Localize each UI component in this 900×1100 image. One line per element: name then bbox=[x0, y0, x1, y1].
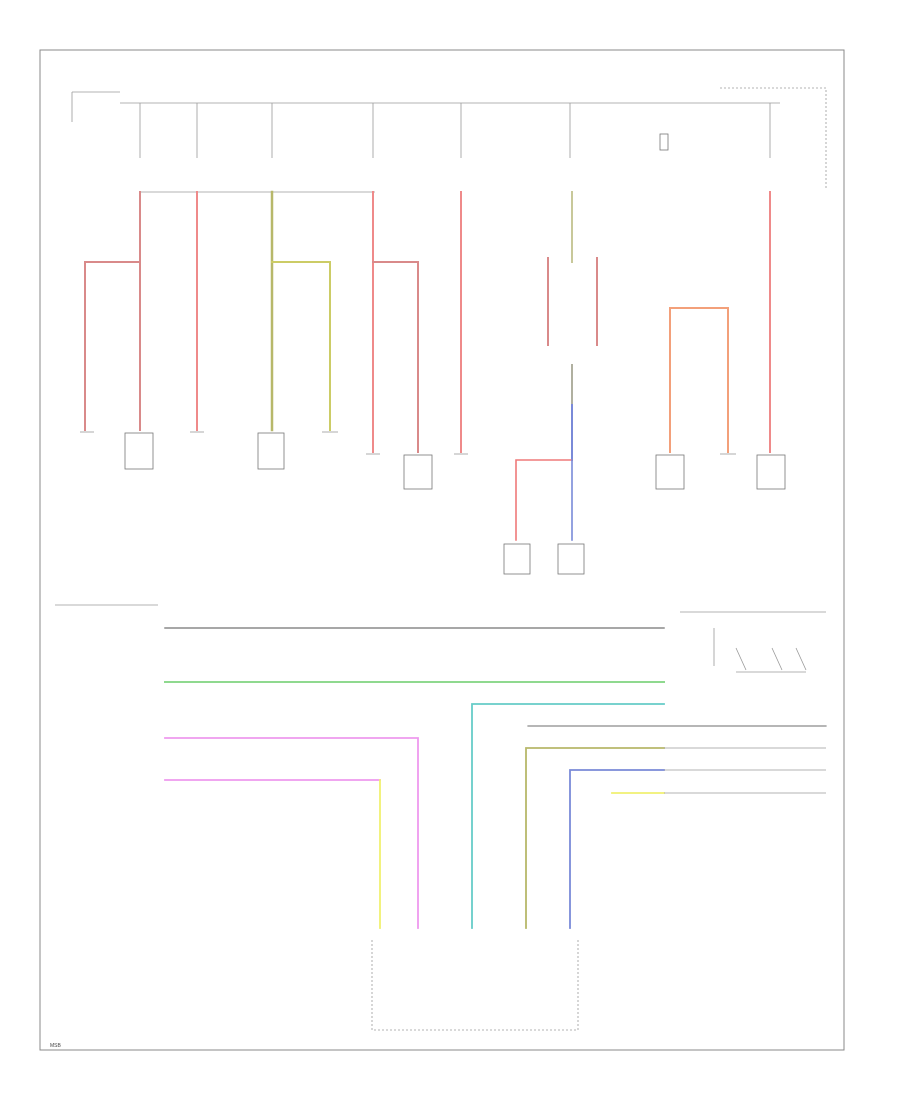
power-distribution-section bbox=[71, 87, 827, 575]
connector-box-left bbox=[503, 543, 531, 575]
component-box-8 bbox=[756, 454, 786, 490]
circuit-column-3 bbox=[257, 190, 338, 470]
component-box-7 bbox=[655, 454, 685, 490]
component-box-3 bbox=[257, 432, 285, 470]
fuse-drops bbox=[139, 103, 771, 158]
circuit-column-8 bbox=[756, 191, 786, 490]
circuit-column-6 bbox=[503, 191, 598, 575]
control-section bbox=[164, 627, 827, 1031]
circuit-column-2 bbox=[190, 191, 204, 433]
diagram-frame bbox=[39, 49, 845, 1051]
circuit-column-5 bbox=[454, 191, 468, 455]
wire-violet bbox=[164, 737, 419, 929]
seat-control-module-box bbox=[371, 940, 579, 1031]
wire-blue bbox=[569, 769, 665, 929]
component-box-4 bbox=[403, 454, 433, 490]
footer-code: MSB bbox=[50, 1043, 62, 1049]
switch-assembly bbox=[713, 628, 807, 673]
fuse-source-label bbox=[71, 91, 120, 122]
wire-teal bbox=[471, 703, 665, 929]
circuit-column-7 bbox=[655, 307, 736, 490]
module-boundary bbox=[720, 87, 827, 188]
circuit-column-4 bbox=[366, 191, 433, 490]
connector-box-right bbox=[557, 543, 585, 575]
component-box-1 bbox=[124, 432, 154, 470]
fuse-note-box bbox=[659, 133, 669, 151]
wire-olive bbox=[525, 747, 665, 929]
circuit-column-1 bbox=[80, 191, 154, 470]
